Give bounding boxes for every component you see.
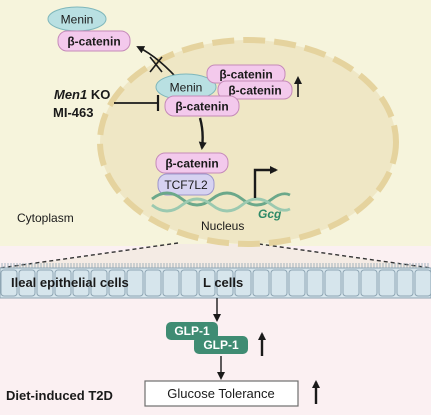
tcf7l2-protein xyxy=(157,173,215,196)
epithelial-cell xyxy=(234,269,252,297)
epithelial-cell xyxy=(414,269,431,297)
epithelial-cell xyxy=(0,269,18,297)
zoom-line-left xyxy=(0,242,179,269)
epithelial-cell xyxy=(378,269,396,297)
epithelial-cell xyxy=(216,269,234,297)
glp1-box-2 xyxy=(194,336,248,354)
epithelial-cell xyxy=(270,269,288,297)
beta-catenin-label-tcf: β-catenin xyxy=(165,157,218,171)
beta-catenin-tcf-complex xyxy=(155,152,229,174)
epithelial-cell xyxy=(72,269,90,297)
l-cells-label: L cells xyxy=(203,275,243,290)
epithelial-cell xyxy=(288,269,306,297)
epithelial-cell xyxy=(198,269,216,297)
menin-label-cytoplasm: Menin xyxy=(61,13,94,27)
beta-catenin-label-nucleus-1: β-catenin xyxy=(219,68,272,82)
epithelial-cell xyxy=(54,269,72,297)
epithelial-cell xyxy=(90,269,108,297)
gcg-gene-label: Gcg xyxy=(258,207,282,221)
epithelium-band xyxy=(0,263,431,299)
beta-catenin-label-nucleus-2: β-catenin xyxy=(228,84,281,98)
beta-catenin-cytoplasm xyxy=(57,30,131,52)
nucleus-label: Nucleus xyxy=(201,219,244,233)
epithelial-cell xyxy=(162,269,180,297)
epithelial-cell xyxy=(324,269,342,297)
mi463-label: MI-463 xyxy=(53,105,93,120)
epithelial-cell xyxy=(306,269,324,297)
glp1-label-1: GLP-1 xyxy=(174,324,210,338)
beta-catenin-nucleus-3 xyxy=(164,95,240,117)
epithelial-cell xyxy=(144,269,162,297)
epithelial-cell xyxy=(252,269,270,297)
diet-t2d-label: Diet-induced T2D xyxy=(6,388,113,403)
dna-strand-a xyxy=(151,191,291,207)
glp1-box-1 xyxy=(166,322,218,340)
glucose-tolerance-label: Glucose Tolerance xyxy=(167,386,274,401)
epithelial-cell xyxy=(396,269,414,297)
beta-catenin-label-cytoplasm: β-catenin xyxy=(67,35,120,49)
epithelial-cell xyxy=(18,269,36,297)
epithelial-cell xyxy=(36,269,54,297)
epithelial-cell xyxy=(108,269,126,297)
dna-strand-b xyxy=(151,197,291,213)
epithelial-cell xyxy=(126,269,144,297)
epithelial-cell xyxy=(360,269,378,297)
men1-ko-label: Men1 KO xyxy=(54,87,110,102)
tcf7l2-label: TCF7L2 xyxy=(164,178,208,192)
cytoplasm-label: Cytoplasm xyxy=(17,211,74,225)
activation-arrow xyxy=(198,117,207,150)
glp1-label-2: GLP-1 xyxy=(203,338,239,352)
zoom-wedge xyxy=(0,244,431,268)
block-cross-b xyxy=(149,56,163,73)
beta-catenin-label-nucleus-3: β-catenin xyxy=(175,100,228,114)
beta-catenin-nucleus-2 xyxy=(217,80,293,100)
epithelial-cell xyxy=(180,269,198,297)
menin-label-nucleus: Menin xyxy=(170,81,203,95)
ileal-cells-label: Ileal epithelial cells xyxy=(11,275,129,290)
glucose-tolerance-box xyxy=(144,380,299,407)
transcription-arrow xyxy=(253,166,278,198)
epithelial-cell xyxy=(342,269,360,297)
